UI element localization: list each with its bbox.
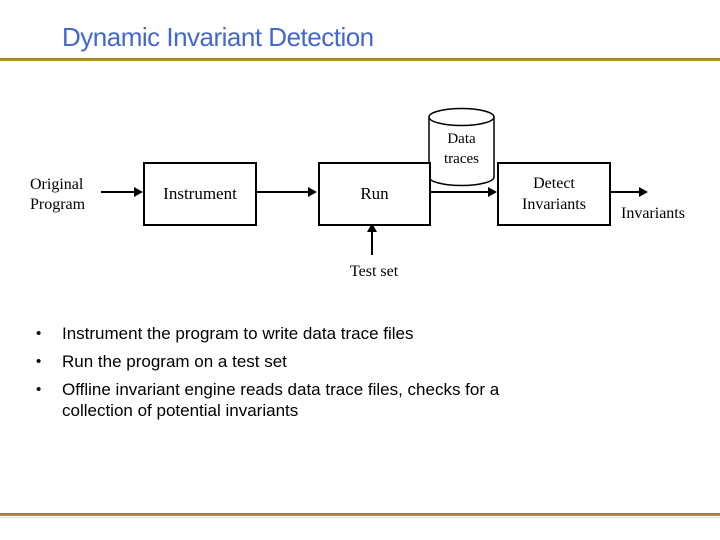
bullet-text: Instrument the program to write data tra… [62,324,414,343]
bullet-icon: • [36,381,42,398]
footer-divider-line-light [0,517,720,518]
label-test-set: Test set [350,263,399,280]
bullet-text: Run the program on a test set [62,352,287,371]
footer-divider-line [0,513,720,516]
arrowhead-original-to-instrument [134,187,143,197]
arrowhead-detect-to-invariants [639,187,648,197]
arrowhead-instrument-to-run [308,187,317,197]
bullet-icon: • [36,325,42,342]
label-original-program: Original Program [30,176,86,213]
node-detect-invariants: Detect Invariants [497,162,611,226]
bullet-icon: • [36,353,42,370]
title-divider-line [0,58,720,61]
node-run: Run [318,162,431,226]
label-invariants-output: Invariants [621,205,685,222]
bullet-text: Offline invariant engine reads data trac… [62,380,500,420]
list-item: • Instrument the program to write data t… [36,323,596,344]
arrowhead-testset-to-run [367,223,377,232]
list-item: • Run the program on a test set [36,351,596,372]
list-item: • Offline invariant engine reads data tr… [36,379,596,421]
slide-title: Dynamic Invariant Detection [62,22,374,52]
label-data-traces: Data traces [444,131,479,167]
data-traces-cylinder-shape [428,107,495,187]
arrowhead-run-to-detect [488,187,497,197]
bullet-list: • Instrument the program to write data t… [36,323,596,428]
node-instrument: Instrument [143,162,257,226]
